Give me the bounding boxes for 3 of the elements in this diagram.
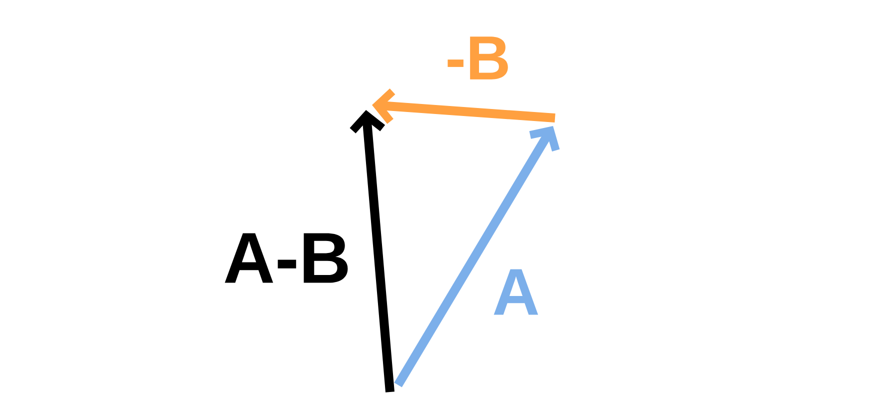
- vector-label: -B: [448, 36, 508, 80]
- vector-label: A-B: [224, 233, 348, 283]
- vector-label: A: [494, 269, 538, 315]
